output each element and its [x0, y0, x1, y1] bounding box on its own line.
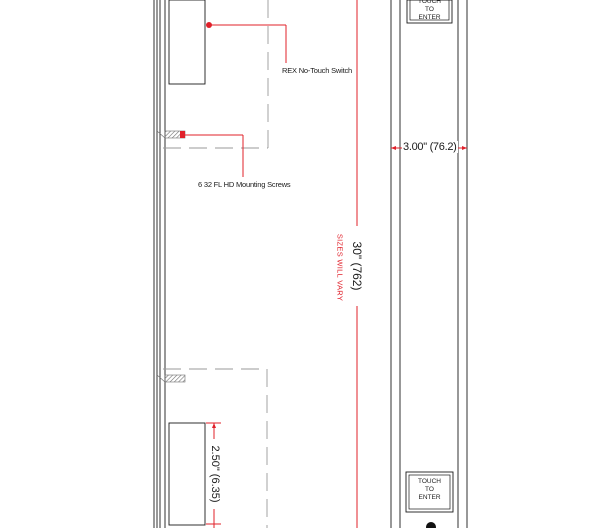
left-frame [153, 0, 166, 528]
top-touch-button [406, 0, 453, 24]
screw-tick [156, 374, 166, 383]
screw-callout-leader [185, 134, 244, 177]
top-button-label: TOUCH TO ENTER [418, 0, 441, 21]
dashed-outline-lower [163, 368, 268, 528]
bottom-button-label: TOUCH TO ENTER [418, 478, 441, 501]
rex-callout-dot [206, 22, 212, 28]
rex-switch-housing [168, 0, 206, 85]
height-dimension-label: 30" (762) [350, 226, 364, 306]
bottom-indicator-dot [426, 522, 436, 528]
width-arrow-right [462, 146, 467, 150]
bottom-touch-button [405, 471, 454, 513]
device-plate [390, 0, 468, 528]
width-arrow-left [391, 146, 396, 150]
rex-callout-leader [209, 24, 287, 63]
dashed-outline-upper [163, 0, 269, 149]
width-dimension-label: 3.00" (76.2) [402, 141, 458, 153]
lower-mounting-screw [164, 374, 186, 383]
lower-housing [168, 422, 206, 526]
rex-switch-label: REX No-Touch Switch [282, 66, 352, 75]
gap-arrow-top [212, 423, 216, 428]
height-note-label: SIZES WILL VARY [335, 233, 345, 302]
gap-dimension-label: 2.50" (6.35) [209, 439, 221, 509]
screw-highlight [180, 131, 185, 138]
mounting-screws-label: 6 32 FL HD Mounting Screws [198, 180, 291, 189]
screw-tick [156, 130, 166, 139]
